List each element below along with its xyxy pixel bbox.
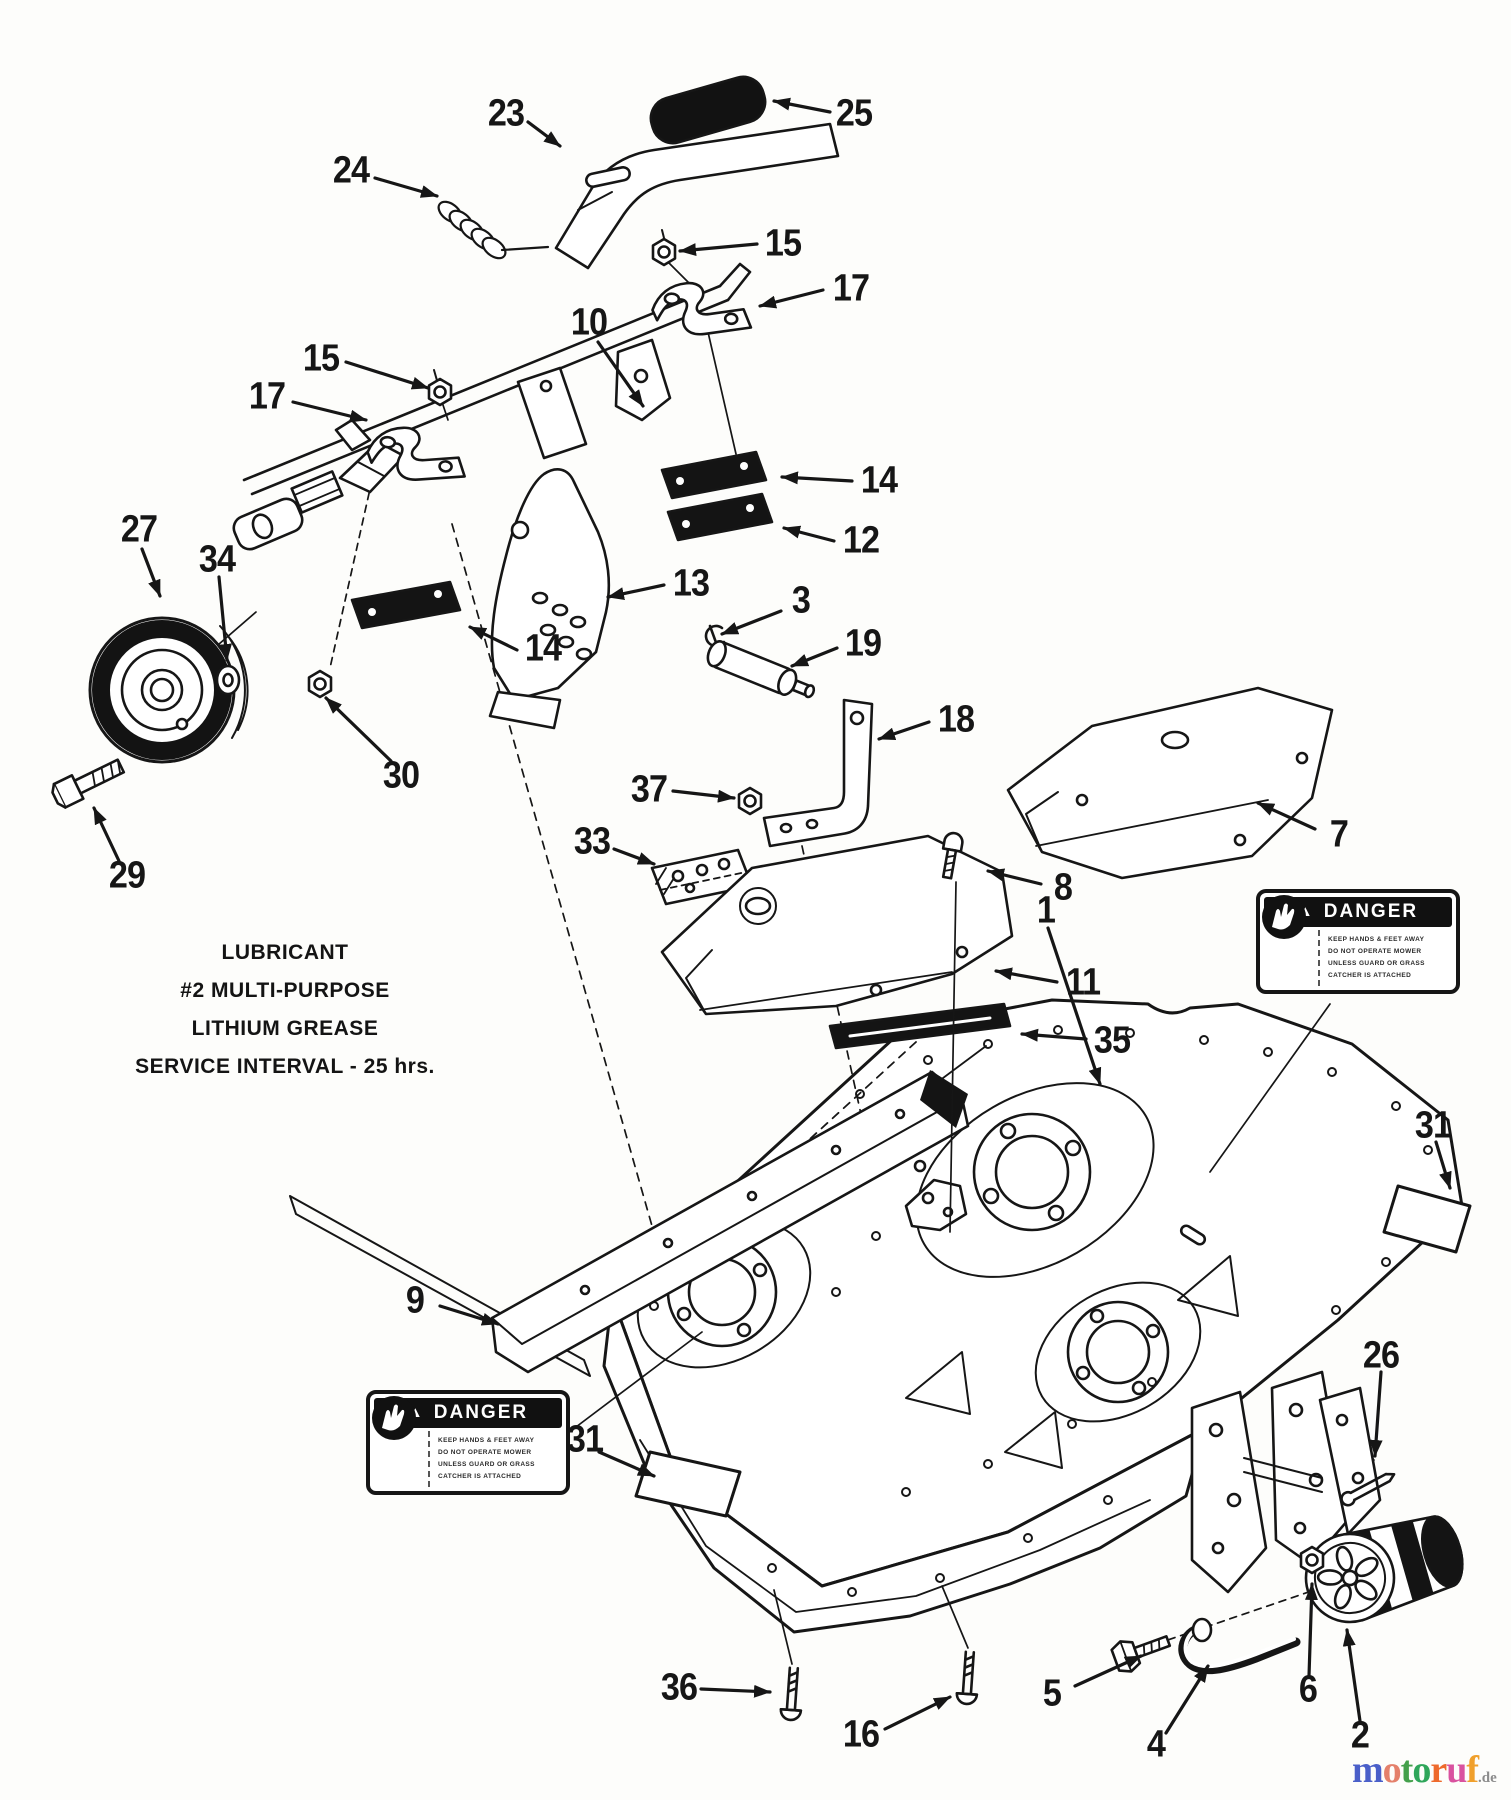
logo-letter: f [1466,1749,1479,1791]
roller-assembly [1110,1370,1464,1675]
callout-19: 19 [844,622,882,665]
danger-line: DO NOT OPERATE MOWER [438,1449,532,1457]
callout-15: 15 [302,337,340,380]
danger-label-left: ▲ DANGER KEEP HANDS & FEET AWAY DO NOT O… [366,1390,570,1496]
callout-15: 15 [764,222,802,265]
logo-letter: m [1352,1749,1384,1791]
callout-1: 1 [1036,889,1056,932]
danger-line: CATCHER IS ATTACHED [1328,972,1412,980]
baffle [289,1070,970,1377]
callout-9: 9 [405,1279,425,1322]
danger-text: KEEP HANDS & FEET AWAY DO NOT OPERATE MO… [428,1431,562,1488]
callout-10: 10 [570,301,608,344]
callout-5: 5 [1042,1672,1062,1715]
danger-decal [634,1450,742,1518]
callout-17: 17 [248,375,286,418]
lift-rod [232,262,752,551]
motoruf-logo: motoruf.de [1352,1748,1497,1792]
callout-27: 27 [120,508,158,551]
danger-label-right: ▲ DANGER KEEP HANDS & FEET AWAY DO NOT O… [1256,889,1460,995]
callout-17: 17 [832,267,870,310]
callout-18: 18 [937,698,975,741]
lubricant-note-line: LUBRICANT [221,941,349,964]
leader-arrows [92,97,1452,1735]
logo-letter: r [1430,1749,1447,1791]
callout-3: 3 [791,579,811,622]
lubricant-note-line: #2 MULTI-PURPOSE [180,979,390,1002]
callout-8: 8 [1053,866,1073,909]
callout-25: 25 [835,92,873,135]
danger-line: UNLESS GUARD OR GRASS [438,1461,535,1469]
danger-line: KEEP HANDS & FEET AWAY [1328,936,1425,943]
callout-6: 6 [1298,1668,1318,1711]
alignment-lines [165,261,1375,1665]
logo-letter: t [1400,1749,1414,1791]
callout-12: 12 [842,519,880,562]
callout-24: 24 [332,149,370,192]
danger-title: DANGER [433,1402,529,1423]
callout-29: 29 [108,854,146,897]
callout-2: 2 [1350,1714,1370,1757]
belt-covers [660,686,1334,1233]
keep-hands-away-icon [372,1396,416,1440]
handle-grip [649,75,767,145]
danger-line: KEEP HANDS & FEET AWAY [438,1437,535,1444]
slide-bars [350,450,774,630]
danger-title: DANGER [1323,901,1419,922]
callout-37: 37 [630,768,668,811]
carriage-bolts [778,1650,982,1722]
callout-31: 31 [1414,1104,1452,1147]
gauge-wheel [51,616,249,809]
logo-letter: o [1412,1749,1431,1791]
lift-handle [437,75,840,270]
danger-line: UNLESS GUARD OR GRASS [1328,960,1425,968]
lubricant-note-line: LITHIUM GREASE [191,1017,379,1040]
logo-letter: o [1382,1749,1402,1791]
callout-14: 14 [524,627,562,670]
logo-word: motoruf [1352,1749,1479,1791]
callout-31: 31 [566,1418,604,1461]
sector-bracket [488,468,611,730]
spring [437,200,550,260]
callout-36: 36 [660,1666,698,1709]
danger-line: DO NOT OPERATE MOWER [1328,948,1422,956]
lubricant-note-line: SERVICE INTERVAL - 25 hrs. [135,1055,435,1078]
keep-hands-away-icon [1262,895,1306,939]
callout-35: 35 [1093,1019,1131,1062]
danger-text: KEEP HANDS & FEET AWAY DO NOT OPERATE MO… [1318,930,1452,987]
danger-decal [1382,1184,1472,1254]
callout-13: 13 [672,562,710,605]
callout-14: 14 [860,459,898,502]
callout-33: 33 [573,820,611,863]
callout-7: 7 [1329,813,1349,856]
small-parts [650,624,874,906]
lubricant-note: LUBRICANT #2 MULTI-PURPOSE LITHIUM GREAS… [85,934,485,1086]
callout-11: 11 [1065,961,1101,1004]
logo-letter: u [1446,1749,1467,1791]
callout-34: 34 [198,538,236,581]
callout-4: 4 [1146,1723,1166,1766]
clamps-and-nuts [307,229,763,816]
callout-26: 26 [1362,1334,1400,1377]
callout-23: 23 [487,92,525,135]
callout-16: 16 [842,1713,880,1756]
logo-suffix: .de [1477,1770,1497,1786]
callout-30: 30 [382,754,420,797]
danger-line: CATCHER IS ATTACHED [438,1473,522,1481]
